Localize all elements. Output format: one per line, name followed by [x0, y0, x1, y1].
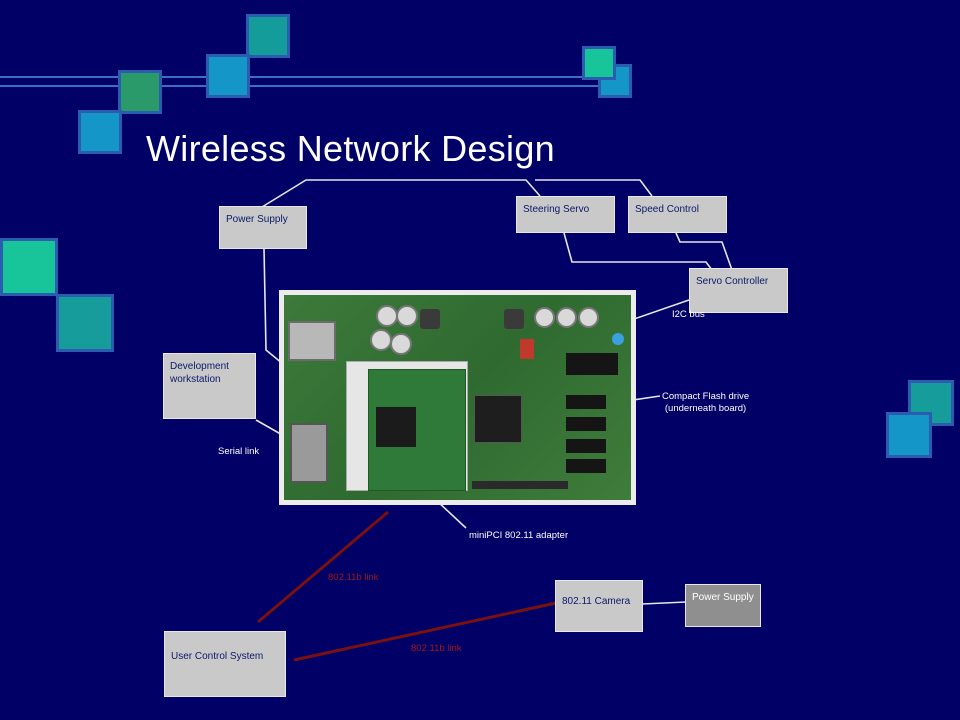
- led-icon: [612, 333, 624, 345]
- decor-square: [582, 46, 616, 80]
- memory-chip-icon: [566, 395, 606, 409]
- decor-line-top-2: [0, 85, 605, 87]
- memory-chip-icon: [566, 459, 606, 473]
- i2c-bus-label: I2C bus: [672, 309, 705, 320]
- camera-power-line: [641, 601, 687, 605]
- memory-chip-icon: [566, 417, 606, 431]
- wifi-chip-icon: [376, 407, 416, 447]
- ethernet-jack-icon: [288, 321, 336, 361]
- pin-header-icon: [472, 481, 568, 489]
- speed-control-box: Speed Control: [628, 196, 727, 233]
- power-supply-box: Power Supply: [219, 206, 307, 249]
- inductor-icon: [420, 309, 440, 329]
- serial-port-icon: [290, 423, 328, 483]
- decor-square: [78, 110, 122, 154]
- minipci-label: miniPCI 802.11 adapter: [469, 530, 569, 541]
- decor-square: [118, 70, 162, 114]
- memory-chip-icon: [566, 439, 606, 453]
- speed-to-controller-line: [675, 232, 733, 271]
- pcb-image: [284, 295, 631, 500]
- camera-power-supply-box: Power Supply: [685, 584, 761, 627]
- decor-square: [886, 412, 932, 458]
- memory-chip-icon: [566, 353, 618, 375]
- inductor-icon: [504, 309, 524, 329]
- slide-title: Wireless Network Design: [146, 128, 555, 169]
- board-photo: [279, 290, 636, 505]
- decor-square: [0, 238, 58, 296]
- capacitor-icon: [556, 307, 577, 328]
- user-control-system-box: User Control System: [164, 631, 286, 697]
- camera-box: 802.11 Camera: [555, 580, 643, 632]
- steering-to-controller-line: [563, 232, 713, 271]
- decor-line-top: [0, 76, 605, 78]
- capacitor-icon: [396, 305, 418, 327]
- capacitor-icon: [376, 305, 398, 327]
- decor-square: [206, 54, 250, 98]
- wireless-link-1: [257, 510, 389, 624]
- decor-square: [246, 14, 290, 58]
- power-bus-line: [261, 179, 541, 208]
- power-bus-line-2: [535, 179, 653, 197]
- wireless-link-2: [293, 601, 557, 662]
- capacitor-icon: [534, 307, 555, 328]
- capacitor-icon: [370, 329, 392, 351]
- serial-link-label: Serial link: [218, 446, 260, 457]
- wireless-link-label-2: 802.11b link: [411, 643, 462, 654]
- servo-controller-box: Servo Controller: [689, 268, 788, 313]
- capacitor-icon: [578, 307, 599, 328]
- capacitor-icon: [390, 333, 412, 355]
- wireless-link-label-1: 802.11b link: [328, 572, 379, 583]
- decor-square: [56, 294, 114, 352]
- development-workstation-box: Development workstation: [163, 353, 256, 419]
- steering-servo-box: Steering Servo: [516, 196, 615, 233]
- i2c-header-icon: [520, 339, 534, 359]
- cpu-chip-icon: [474, 395, 522, 443]
- compact-flash-label: Compact Flash drive (underneath board): [662, 391, 750, 414]
